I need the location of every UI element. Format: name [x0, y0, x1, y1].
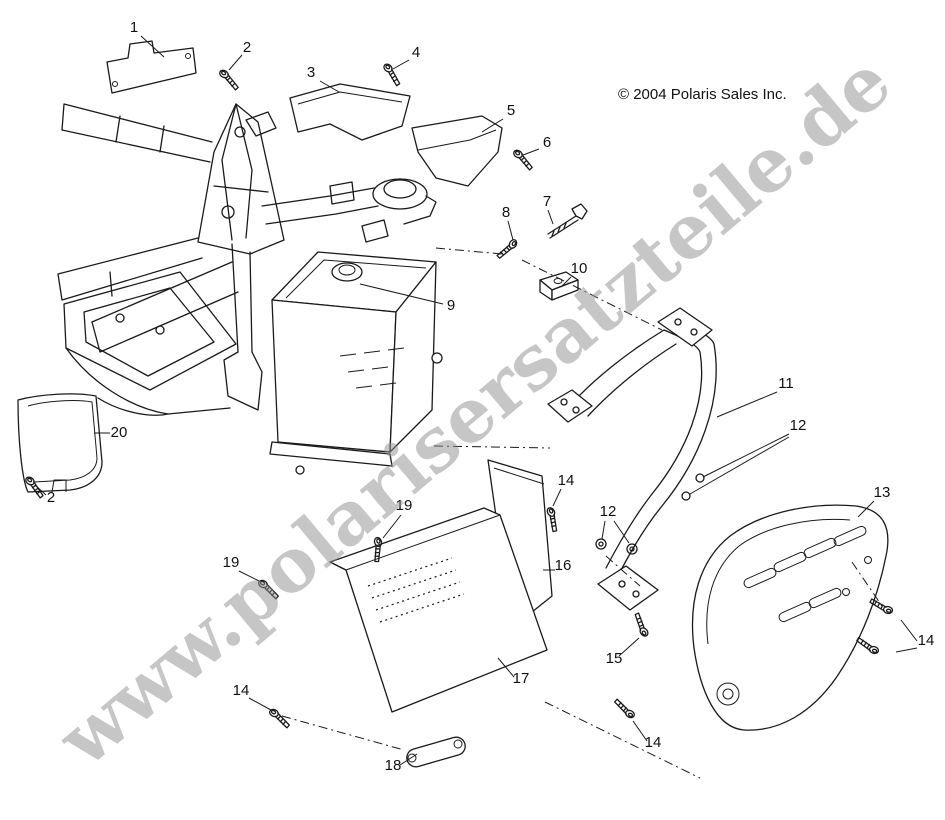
assembly-lines — [281, 247, 883, 779]
vent-holes — [367, 557, 465, 623]
part-callout-4-3: 4 — [412, 44, 420, 61]
callout-leader-line — [560, 276, 572, 288]
part-18-bracket — [406, 736, 466, 768]
part-callout-6-5: 6 — [543, 134, 551, 151]
callout-leader-line — [857, 500, 875, 518]
callout-leader-line — [399, 753, 418, 766]
part-3-panel — [289, 83, 411, 141]
part-callout-20-24: 20 — [111, 424, 128, 441]
callout-leader-line — [248, 697, 272, 711]
callout-leader-line — [359, 283, 444, 305]
callout-leader-line — [228, 54, 243, 71]
tank-hatch-marks — [339, 347, 405, 389]
copyright-text: © 2004 Polaris Sales Inc. — [618, 86, 787, 103]
screw-icon — [495, 235, 519, 263]
part-1-bracket-strip — [106, 40, 197, 94]
part-callout-13-13: 13 — [874, 484, 891, 501]
fuel-tank — [269, 251, 443, 475]
flange-hole — [695, 473, 705, 483]
part-callout-5-4: 5 — [507, 102, 515, 119]
part-callout-2-1: 2 — [243, 39, 251, 56]
part-20-flap — [17, 393, 103, 493]
screw-icon — [628, 611, 654, 639]
callout-leader-line — [140, 35, 165, 58]
callout-leader-line — [497, 657, 515, 678]
callout-leader-line — [34, 484, 47, 496]
fuel-filler-cap — [383, 179, 417, 199]
part-callout-3-2: 3 — [307, 64, 315, 81]
callout-leader-line — [601, 520, 606, 540]
callout-leader-line — [522, 148, 540, 156]
part-callout-14-17: 14 — [645, 734, 662, 751]
screw-icon — [610, 698, 639, 720]
part-callout-8-7: 8 — [502, 204, 510, 221]
part-callout-2-25: 2 — [47, 489, 55, 506]
fasteners — [21, 61, 895, 729]
part-callout-11-10: 11 — [778, 375, 794, 392]
part-callout-19-23: 19 — [223, 554, 240, 571]
part-callout-1-0: 1 — [130, 19, 138, 36]
callout-leader-line — [547, 209, 554, 225]
callout-leader-line — [238, 570, 260, 582]
part-callout-14-14: 14 — [558, 472, 575, 489]
tank-vent-fitting — [331, 262, 363, 282]
callout-leader-line — [702, 433, 790, 478]
part-11-bumper-tube — [547, 307, 717, 611]
skid-plate-slots — [743, 525, 867, 623]
part-13-skid-plate — [691, 504, 889, 731]
part-callout-9-8: 9 — [447, 297, 455, 314]
part-callout-18-21: 18 — [385, 757, 402, 774]
callout-leader-line — [552, 488, 562, 507]
callout-leader-line — [716, 391, 778, 418]
part-callout-12-11: 12 — [790, 417, 807, 434]
part-callout-12-12: 12 — [600, 503, 617, 520]
part-callout-17-20: 17 — [513, 670, 530, 687]
screw-icon — [215, 68, 243, 92]
bolt-icon — [547, 203, 588, 239]
callout-leader-line — [613, 520, 630, 544]
washer-icon — [595, 538, 607, 550]
part-callout-15-18: 15 — [606, 650, 623, 667]
callout-leader-line — [481, 118, 504, 133]
callout-leader-line — [618, 637, 640, 657]
callout-layer: 1234567891011121213141414141516171819192… — [34, 19, 935, 774]
flange-hole — [681, 491, 691, 501]
part-callout-7-6: 7 — [543, 193, 551, 210]
part-10-spacer — [539, 271, 579, 301]
screw-icon — [378, 61, 406, 87]
washer-icon — [626, 543, 638, 555]
part-5-bracket — [411, 115, 503, 187]
screw-icon — [254, 578, 283, 600]
part-callout-10-9: 10 — [571, 260, 588, 277]
callout-leader-line — [632, 720, 648, 742]
frame-chassis — [57, 103, 437, 416]
callout-leader-line — [507, 220, 514, 241]
callout-leader-line — [382, 514, 402, 539]
part-17-panel — [329, 507, 548, 713]
callout-leader-line — [689, 436, 790, 495]
callout-leader-line — [895, 647, 918, 653]
callout-leader-line — [319, 80, 340, 93]
part-callout-19-22: 19 — [396, 497, 413, 514]
part-callout-16-19: 16 — [555, 557, 572, 574]
callout-leader-line — [900, 619, 918, 642]
part-callout-14-15: 14 — [918, 632, 935, 649]
part-callout-14-16: 14 — [233, 682, 250, 699]
callout-leader-line — [392, 59, 410, 70]
